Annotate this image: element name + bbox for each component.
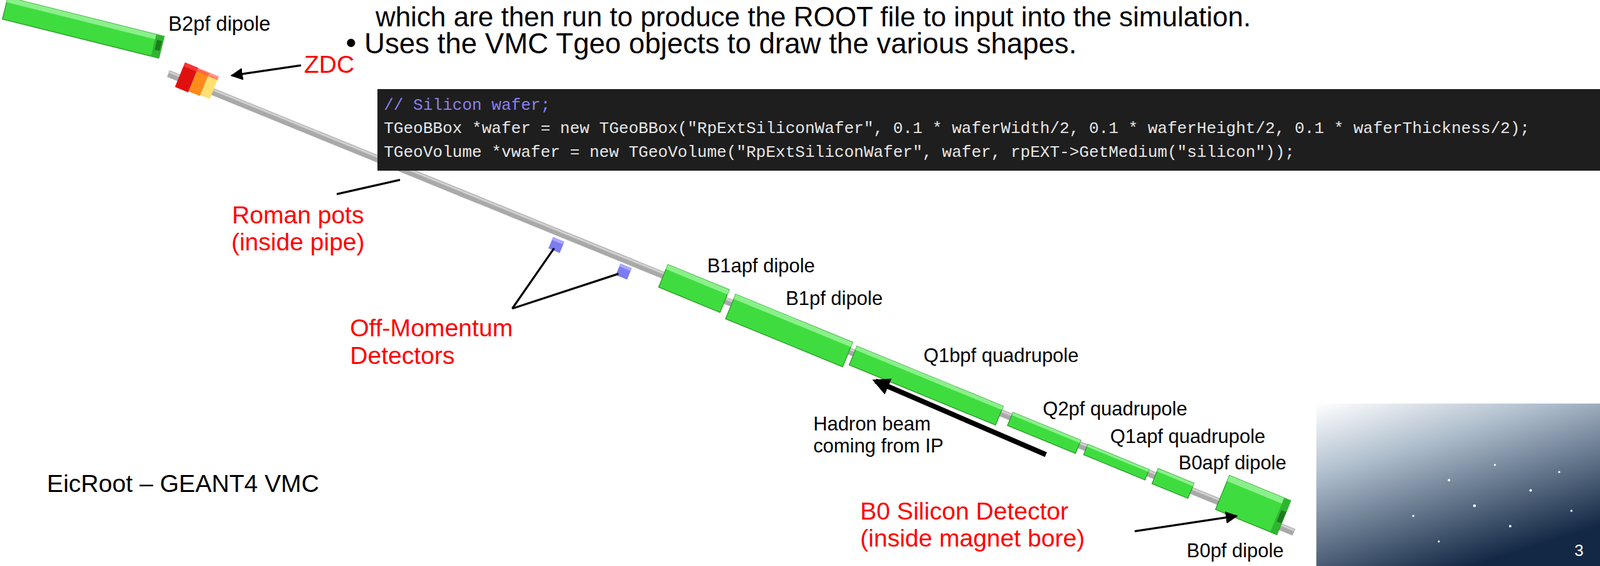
detector-name: ZDC <box>304 50 355 79</box>
off-momentum-detector <box>615 263 632 279</box>
detector-name: Off-Momentum Detectors <box>349 314 555 370</box>
off-momentum-leader <box>512 248 555 309</box>
part-name: B0pf dipole <box>1186 539 1285 562</box>
slide-text: which are then run to produce the ROOT f… <box>375 1 1251 32</box>
part-name: B0apf dipole <box>1178 452 1287 474</box>
b0pf-dipole <box>1215 475 1291 535</box>
code-line: // Silicon wafer; <box>383 94 1594 118</box>
part-name: B2pf dipole <box>168 12 271 36</box>
b2pf-dipole <box>2 0 165 59</box>
off-momentum-leader <box>512 273 619 308</box>
zdc <box>174 62 219 101</box>
q1apf-quadrupole <box>1083 443 1150 480</box>
bullet-text: Uses the VMC Tgeo objects to draw the va… <box>364 27 1077 60</box>
part-name: B1apf dipole <box>707 255 816 278</box>
page-number: 3 <box>1574 541 1584 560</box>
code-block: // Silicon wafer;TGeoBBox *wafer = new T… <box>377 89 1600 171</box>
code-line: TGeoVolume *vwafer = new TGeoVolume("RpE… <box>383 141 1594 165</box>
software-note: EicRoot – GEANT4 VMC <box>47 469 320 498</box>
detector-name: Roman pots (inside pipe) <box>216 201 380 257</box>
zdc-pointer <box>231 65 301 76</box>
part-name: Q1bpf quadrupole <box>923 344 1079 367</box>
detector-name: B0 Silicon Detector (inside magnet bore) <box>860 497 1136 553</box>
star-dots <box>1412 463 1574 542</box>
part-name: Q1apf quadrupole <box>1110 425 1266 448</box>
corner-decoration <box>1316 403 1600 566</box>
b0-silicon-pointer <box>1134 515 1237 531</box>
part-name: Q2pf quadrupole <box>1042 398 1187 421</box>
code-line: TGeoBBox *wafer = new TGeoBBox("RpExtSil… <box>383 117 1594 142</box>
roman-pots-leader <box>336 179 400 195</box>
part-name: B1pf dipole <box>785 287 883 310</box>
off-momentum-detector <box>548 236 565 253</box>
bullet-dot <box>346 38 355 48</box>
beam-note: Hadron beam coming from IP <box>813 413 967 457</box>
